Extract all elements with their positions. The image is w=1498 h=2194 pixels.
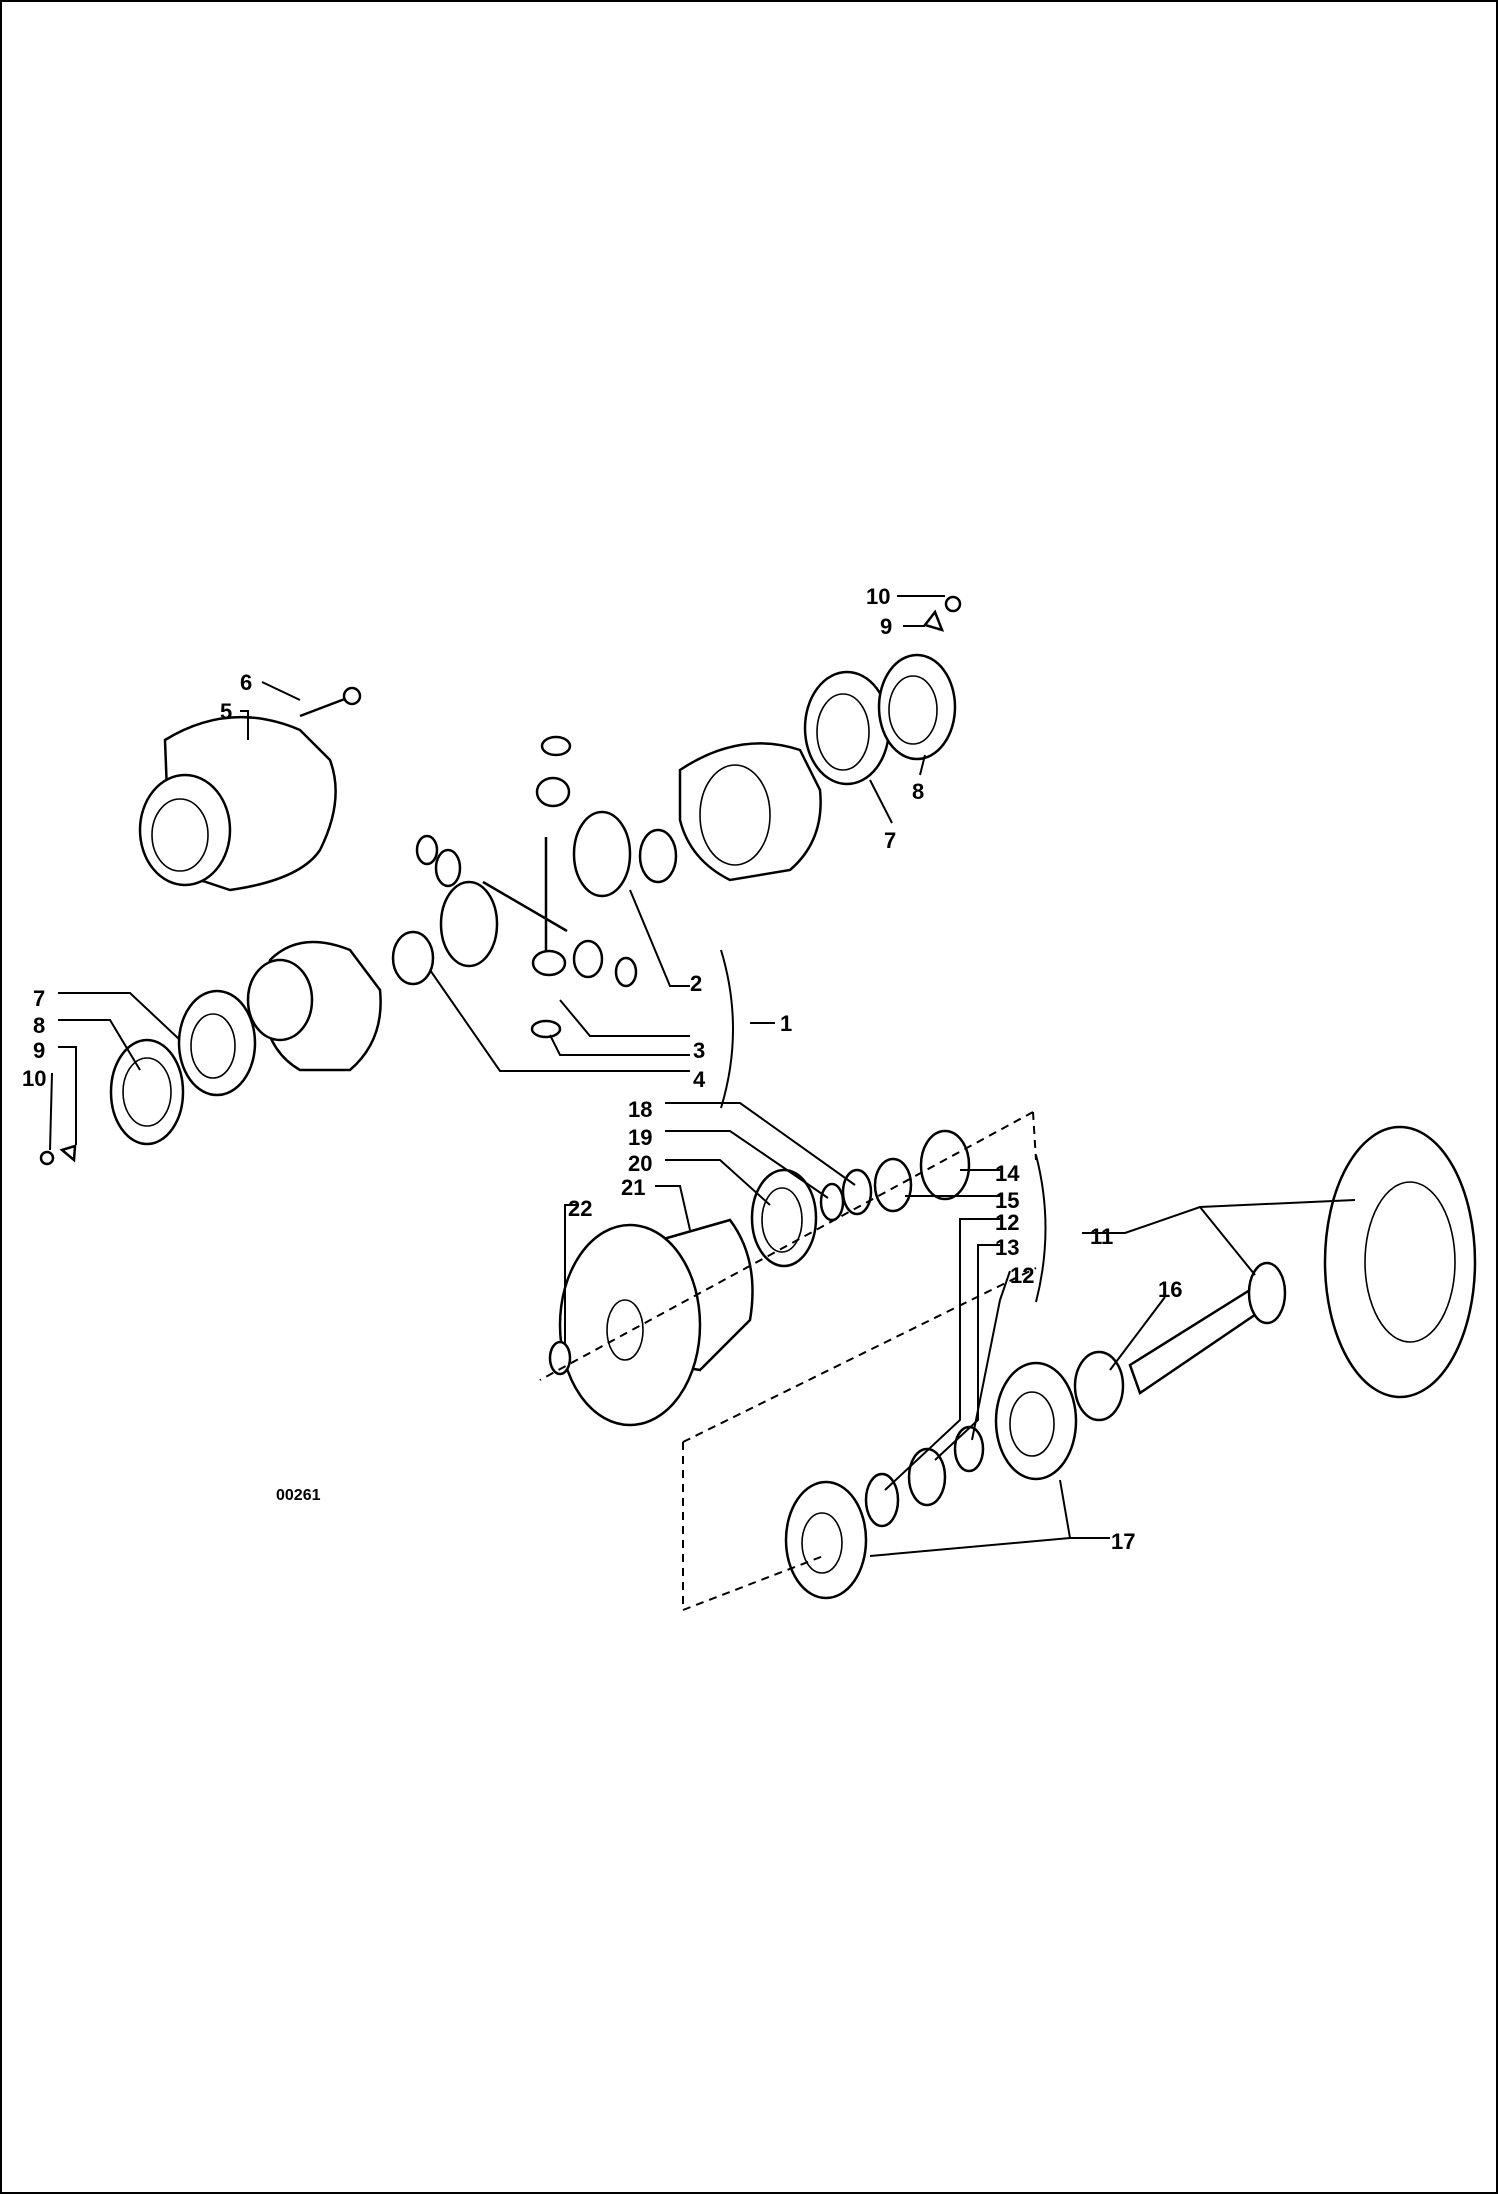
- lock-plate-9-upper: [922, 609, 945, 632]
- callout-11: 11: [1090, 1224, 1113, 1249]
- callout-12: 12: [995, 1210, 1019, 1235]
- seal-20: [750, 1168, 818, 1268]
- callout-19: 19: [628, 1125, 652, 1150]
- spacer-12a: [953, 1425, 985, 1473]
- callout-2: 2: [690, 971, 702, 996]
- callout-8: 8: [912, 779, 924, 804]
- callout-8: 8: [33, 1013, 45, 1038]
- callout-7: 7: [33, 986, 45, 1011]
- callout-18: 18: [628, 1097, 652, 1122]
- spacer-13: [907, 1447, 947, 1507]
- callout-7: 7: [884, 828, 896, 853]
- ring-19: [819, 1182, 845, 1222]
- callout-12: 12: [1010, 1263, 1034, 1288]
- callout-6: 6: [240, 670, 252, 695]
- bracket-group-1: [720, 949, 734, 1109]
- differential-gears: [391, 735, 678, 1039]
- callout-10: 10: [22, 1066, 46, 1091]
- callout-9: 9: [33, 1038, 45, 1063]
- bearing-7-lower: [177, 989, 257, 1097]
- callout-1: 1: [780, 1011, 792, 1036]
- ring-nut-8-lower: [109, 1038, 185, 1146]
- callout-14: 14: [995, 1161, 1020, 1186]
- leader-lines: [49, 595, 1356, 1557]
- callout-10: 10: [866, 584, 890, 609]
- diff-housing-half-right: [678, 742, 822, 882]
- callout-4: 4: [693, 1067, 706, 1092]
- ring-nut-8-upper: [877, 653, 957, 761]
- callout-13: 13: [995, 1235, 1019, 1260]
- drawing-code: 00261: [276, 1487, 321, 1504]
- nut-15: [873, 1157, 913, 1213]
- callout-17: 17: [1111, 1529, 1135, 1554]
- diff-housing-half-upper: [138, 715, 337, 892]
- callout-16: 16: [1158, 1277, 1182, 1302]
- bolt-6: [299, 686, 362, 718]
- bearing-17-outer: [784, 1480, 868, 1600]
- callout-20: 20: [628, 1151, 652, 1176]
- pinion-shaft: [1128, 1261, 1287, 1395]
- lock-plate-9-lower: [59, 1144, 77, 1163]
- diff-housing-half-lower: [246, 940, 382, 1072]
- callout-labels: 10 9 6 5 8 7 2 1 3 4 7 8 9 10 18 19 20 2…: [22, 584, 1182, 1554]
- callout-9: 9: [880, 614, 892, 639]
- spacer-12b: [864, 1472, 900, 1528]
- bracket-group-11: [1035, 1154, 1047, 1303]
- callout-21: 21: [621, 1175, 645, 1200]
- bolt-10-upper: [944, 595, 962, 613]
- callout-5: 5: [220, 699, 232, 724]
- callout-3: 3: [693, 1038, 705, 1063]
- washer-14: [919, 1129, 971, 1201]
- bolt-10-lower: [39, 1150, 55, 1166]
- callout-22: 22: [568, 1196, 592, 1221]
- bearing-17-inner: [994, 1361, 1078, 1481]
- crown-wheel: [1323, 1125, 1477, 1399]
- bearing-7-upper: [803, 670, 891, 786]
- flange-21: [558, 1218, 754, 1427]
- callout-15: 15: [995, 1188, 1019, 1213]
